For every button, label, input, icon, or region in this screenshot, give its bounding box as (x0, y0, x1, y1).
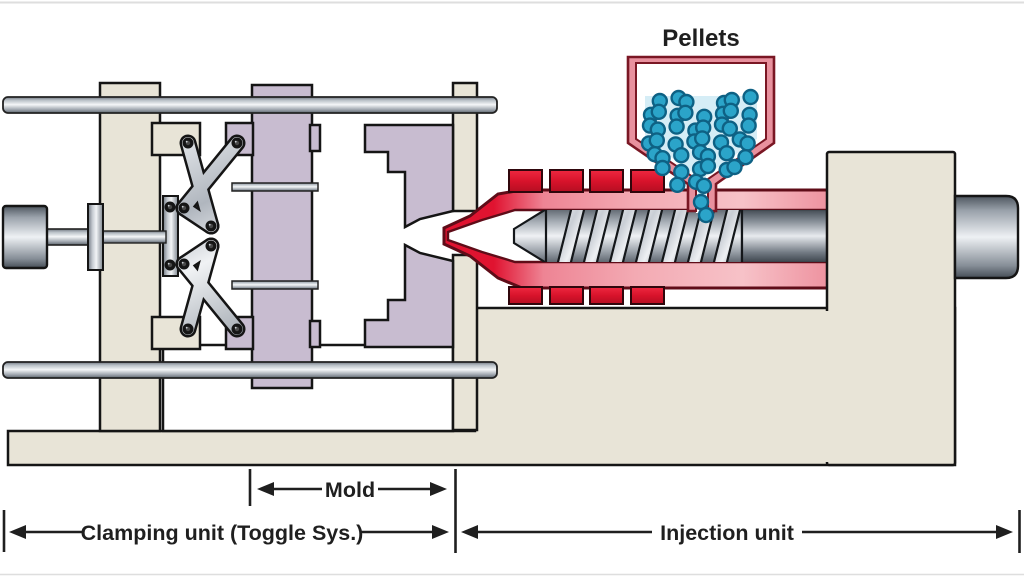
actuator-flange (87, 203, 104, 271)
toggle-pins (164, 137, 243, 335)
mold-half-bottom (363, 242, 455, 349)
screw-flight (633, 210, 665, 262)
moving-platen (224, 83, 322, 390)
toggle-pin-glint (185, 326, 188, 329)
actuator-rod-inner (99, 230, 167, 244)
pellet (673, 146, 690, 164)
pellet (721, 120, 738, 137)
screw-flight (581, 210, 613, 262)
heater-band (508, 286, 543, 305)
toggle-pin-glint (234, 140, 237, 143)
screw-tip (512, 210, 550, 262)
pellets-group (640, 88, 759, 224)
heater-band (630, 169, 665, 193)
clamping-unit-label: Clamping unit (Toggle Sys.) (81, 521, 364, 545)
toggle-pin-glint (234, 326, 237, 329)
toggle-arms (175, 134, 246, 338)
dimension-mold: Mold (248, 469, 457, 553)
pellets-label: Pellets (662, 25, 739, 52)
pellet (650, 103, 667, 121)
mold-half-top (363, 123, 455, 230)
pellet (699, 157, 717, 175)
screw-flight (659, 210, 691, 262)
injection-unit-label: Injection unit (660, 521, 794, 545)
screw-flight (555, 210, 587, 262)
tie-bar-bottom (2, 361, 498, 379)
dimension-clamping-unit: Clamping unit (Toggle Sys.) (2, 510, 449, 552)
screw-shank (740, 210, 830, 262)
toggle-pin-glint (208, 223, 211, 226)
toggle-pin-glint (167, 204, 170, 207)
heater-band (589, 169, 624, 193)
pellet (677, 104, 694, 122)
heater-band (630, 286, 665, 305)
pellet (648, 132, 665, 149)
pellet (694, 130, 711, 147)
dimension-injection-unit: Injection unit (461, 510, 1021, 553)
toggle-pin-glint (208, 243, 211, 246)
clamping-actuator (1, 203, 167, 271)
heater-bands-bottom (508, 286, 665, 305)
pellet (726, 158, 743, 176)
mold (363, 123, 455, 349)
pellet (718, 144, 735, 162)
pellet (739, 135, 756, 152)
toggle-pin-glint (167, 262, 170, 265)
heater-band (589, 286, 624, 305)
screw-flight (711, 210, 743, 262)
actuator-cylinder (1, 204, 49, 270)
drive-coupling (953, 194, 1020, 280)
pellet (654, 159, 671, 177)
pellet (722, 102, 739, 120)
pellet (740, 117, 757, 134)
injection-screw (512, 210, 830, 262)
heater-band (549, 169, 584, 193)
hopper (626, 55, 776, 224)
actuator-rod (46, 228, 93, 246)
pellet (742, 88, 759, 106)
screw-flight (607, 210, 639, 262)
toggle-guide-rod-bottom (231, 280, 319, 290)
toggle-mechanism (162, 134, 319, 338)
pellet (697, 206, 715, 224)
heater-bands-top (508, 169, 665, 193)
toggle-pin-glint (185, 140, 188, 143)
pellet (737, 148, 754, 166)
injection-drive-block (824, 150, 957, 467)
tie-bar-top (2, 96, 498, 114)
pellet (669, 176, 686, 194)
pellet (668, 118, 685, 135)
tie-bars (2, 96, 498, 379)
heater-band (508, 169, 543, 193)
mold-label: Mold (325, 478, 375, 502)
toggle-pin-glint (181, 261, 184, 264)
toggle-guide-rod-top (231, 182, 319, 192)
screw-flights (555, 210, 743, 262)
toggle-pin-glint (181, 205, 184, 208)
heater-band (549, 286, 584, 305)
pellet (695, 177, 713, 195)
